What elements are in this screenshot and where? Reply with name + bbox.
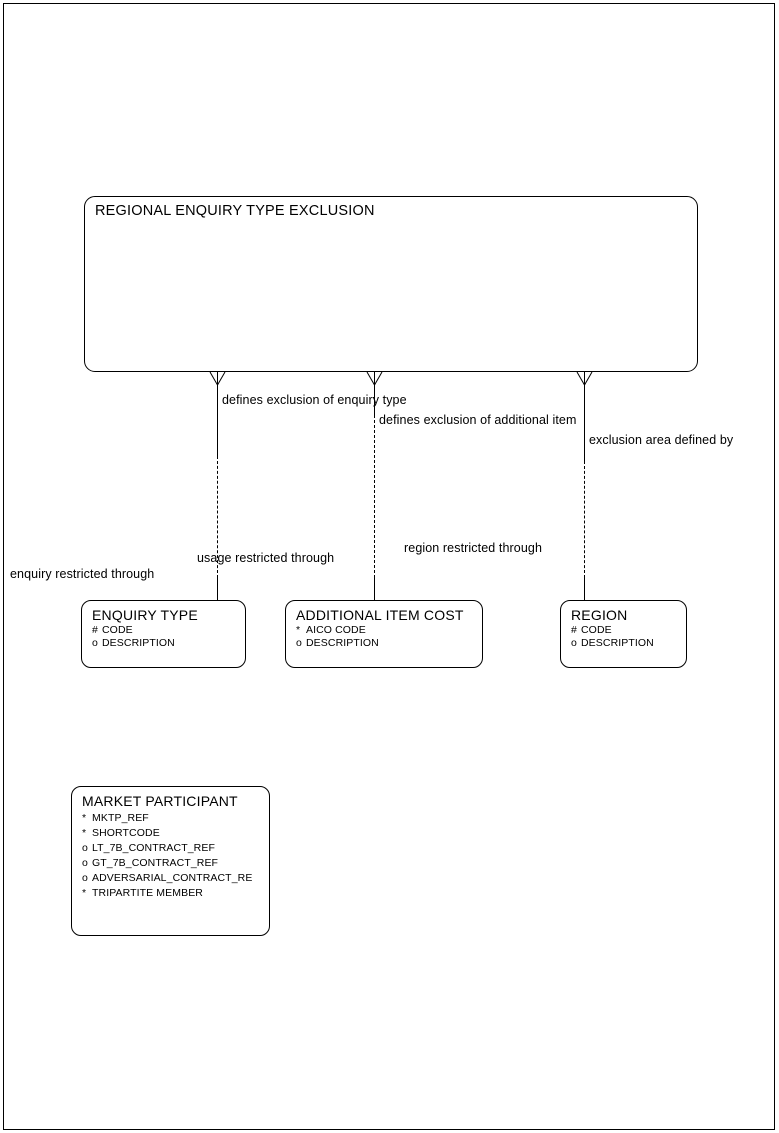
attribute-row: o DESCRIPTION bbox=[92, 637, 236, 650]
entity-box-enquiry-type[interactable]: ENQUIRY TYPE # CODE o DESCRIPTION bbox=[81, 600, 246, 668]
attribute-label: ADVERSARIAL_CONTRACT_RE bbox=[92, 872, 253, 884]
attribute-row: * SHORTCODE bbox=[82, 826, 260, 841]
relationship-label-enquiry-restricted-through: enquiry restricted through bbox=[10, 567, 155, 581]
relationship-label-exclusion-area-defined-by: exclusion area defined by bbox=[589, 433, 734, 447]
attribute-label: SHORTCODE bbox=[92, 827, 160, 839]
relationship-label-defines-exclusion-of-additional-item: defines exclusion of additional item bbox=[379, 413, 577, 427]
attribute-marker: o bbox=[82, 872, 88, 884]
attribute-marker: o bbox=[82, 842, 88, 854]
attribute-list-region: # CODE o DESCRIPTION bbox=[571, 624, 677, 649]
attribute-marker: * bbox=[82, 887, 87, 899]
attribute-marker: o bbox=[296, 636, 302, 649]
relationship-line-exclusion-enquiry-type-bottom bbox=[217, 578, 218, 601]
attribute-label: CODE bbox=[102, 624, 133, 636]
attribute-marker: # bbox=[571, 624, 577, 636]
attribute-marker: o bbox=[82, 857, 88, 869]
relationship-line-exclusion-additional-item-top bbox=[374, 372, 375, 415]
relationship-line-exclusion-enquiry-type-mid bbox=[217, 456, 218, 578]
attribute-row: * AICO CODE bbox=[296, 624, 473, 637]
attribute-label: DESCRIPTION bbox=[102, 636, 175, 649]
attribute-label: CODE bbox=[581, 624, 612, 636]
entity-name-additional-item-cost: ADDITIONAL ITEM COST bbox=[296, 607, 464, 623]
attribute-row: o GT_7B_CONTRACT_REF bbox=[82, 856, 260, 871]
relationship-line-exclusion-additional-item-mid bbox=[374, 415, 375, 578]
attribute-row: # CODE bbox=[92, 624, 236, 637]
attribute-marker: * bbox=[296, 624, 301, 636]
crowfoot-icon-exclusion-enquiry-type bbox=[209, 371, 226, 386]
entity-name-region: REGION bbox=[571, 607, 628, 623]
attribute-list-enquiry-type: # CODE o DESCRIPTION bbox=[92, 624, 236, 649]
crowfoot-icon-exclusion-additional-item bbox=[366, 371, 383, 386]
attribute-row: # CODE bbox=[571, 624, 677, 637]
crowfoot-icon-exclusion-region bbox=[576, 371, 593, 386]
relationship-label-region-restricted-through: region restricted through bbox=[404, 541, 542, 555]
relationship-line-exclusion-region-mid bbox=[584, 461, 585, 578]
attribute-marker: o bbox=[571, 636, 577, 649]
relationship-label-defines-exclusion-of-enquiry-type: defines exclusion of enquiry type bbox=[222, 393, 407, 407]
entity-name-enquiry-type: ENQUIRY TYPE bbox=[92, 607, 198, 623]
attribute-marker: o bbox=[92, 636, 98, 649]
entity-box-market-participant[interactable]: MARKET PARTICIPANT * MKTP_REF * SHORTCODE … bbox=[71, 786, 270, 936]
attribute-label: TRIPARTITE MEMBER bbox=[92, 887, 203, 899]
attribute-label: GT_7B_CONTRACT_REF bbox=[92, 857, 219, 869]
relationship-line-exclusion-additional-item-bottom bbox=[374, 578, 375, 601]
entity-box-additional-item-cost[interactable]: ADDITIONAL ITEM COST * AICO CODE o DESCRIP… bbox=[285, 600, 483, 668]
attribute-row: * TRIPARTITE MEMBER bbox=[82, 886, 260, 901]
attribute-marker: * bbox=[82, 812, 87, 824]
entity-name-regional-enquiry-type-exclusion: REGIONAL ENQUIRY TYPE EXCLUSION bbox=[95, 203, 375, 219]
relationship-line-exclusion-enquiry-type-top bbox=[217, 372, 218, 456]
attribute-list-additional-item-cost: * AICO CODE o DESCRIPTION bbox=[296, 624, 473, 649]
entity-box-regional-enquiry-type-exclusion[interactable]: REGIONAL ENQUIRY TYPE EXCLUSION bbox=[84, 196, 698, 372]
attribute-row: * MKTP_REF bbox=[82, 811, 260, 826]
attribute-label: DESCRIPTION bbox=[581, 636, 654, 649]
relationship-line-exclusion-region-bottom bbox=[584, 578, 585, 601]
attribute-row: o DESCRIPTION bbox=[571, 637, 677, 650]
relationship-label-usage-restricted-through: usage restricted through bbox=[197, 551, 335, 565]
attribute-row: o ADVERSARIAL_CONTRACT_RE bbox=[82, 871, 260, 886]
entity-name-market-participant: MARKET PARTICIPANT bbox=[82, 793, 238, 809]
attribute-list-market-participant: * MKTP_REF * SHORTCODE o LT_7B_CONTRACT_REF… bbox=[82, 811, 260, 901]
attribute-marker: * bbox=[82, 827, 87, 839]
attribute-label: LT_7B_CONTRACT_REF bbox=[92, 842, 215, 854]
attribute-row: o LT_7B_CONTRACT_REF bbox=[82, 841, 260, 856]
attribute-label: DESCRIPTION bbox=[306, 636, 379, 649]
attribute-row: o DESCRIPTION bbox=[296, 637, 473, 650]
attribute-marker: # bbox=[92, 624, 98, 636]
relationship-line-exclusion-region-top bbox=[584, 372, 585, 461]
entity-box-region[interactable]: REGION # CODE o DESCRIPTION bbox=[560, 600, 687, 668]
attribute-label: AICO CODE bbox=[306, 624, 366, 636]
attribute-label: MKTP_REF bbox=[92, 812, 149, 824]
